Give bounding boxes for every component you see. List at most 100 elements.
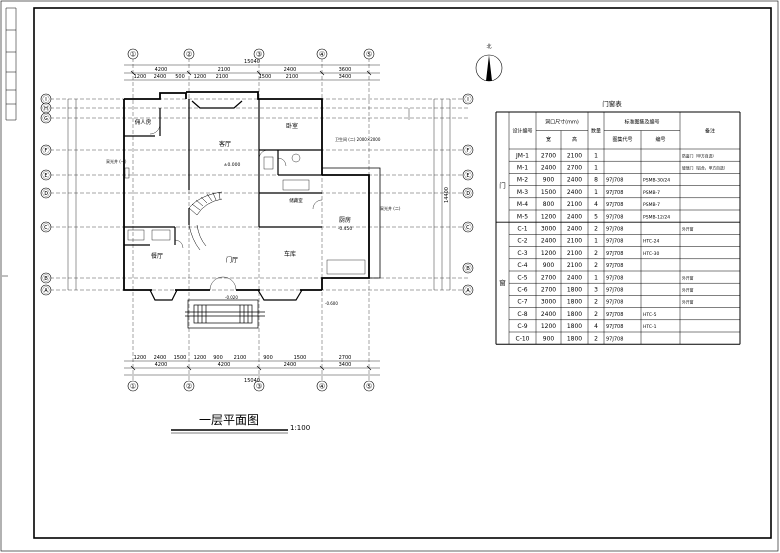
table-cell-qty: 4	[594, 201, 598, 208]
room-label-bedroom: 卧室	[286, 122, 298, 130]
svg-text:2400: 2400	[284, 67, 297, 73]
axis-bubble: ③	[253, 380, 265, 392]
table-cell-qty: 1	[594, 189, 598, 196]
fixtures	[124, 153, 366, 275]
table-cell-code: M-4	[517, 201, 528, 208]
bay-windows	[149, 100, 303, 301]
axis-bubble: Ⓔ	[40, 169, 52, 181]
axis-bubble: Ⓔ	[462, 169, 474, 181]
svg-text:②: ②	[186, 51, 192, 59]
svg-text:900: 900	[263, 355, 273, 361]
svg-text:Ⓑ: Ⓑ	[43, 275, 50, 283]
table-cell-code: C-3	[517, 250, 527, 257]
table-cell-height: 2400	[567, 189, 582, 196]
room-label-storage: 储藏室	[289, 197, 303, 204]
table-cell-atlas: 97J708	[606, 227, 623, 233]
axis-bubble: Ⓓ	[462, 187, 474, 199]
drawing-title: 一层平面图	[199, 413, 259, 427]
axis-bubble: ④	[316, 380, 328, 392]
plan-annotations: 卫生间 (二) 2000×2000 采光井 (二) 采光井 (一) -0.020…	[106, 136, 401, 306]
table-cell-qty: 2	[594, 250, 598, 257]
svg-text:④: ④	[319, 383, 325, 391]
table-cell-code: C-6	[517, 287, 527, 294]
table-cell-width: 1200	[541, 250, 556, 257]
room-elevation-kitchen: -0.450	[338, 226, 353, 232]
dimension-texts: 15040 4200 2100 2400 3600 1200 2400 500 …	[134, 59, 450, 384]
svg-text:Ⓔ: Ⓔ	[465, 172, 472, 180]
axis-bubble: Ⓒ	[462, 221, 474, 233]
svg-text:4200: 4200	[218, 362, 231, 368]
axis-bubble: ①	[127, 380, 139, 392]
table-group-doors: 门	[499, 181, 506, 190]
table-cell-number: PSMB-30/24	[643, 178, 670, 184]
table-cell-width: 2700	[541, 287, 556, 294]
table-cell-code: JM-1	[515, 152, 529, 159]
table-cell-qty: 4	[594, 323, 598, 330]
axis-bubble: ①	[127, 48, 139, 60]
axis-bubble: ④	[316, 48, 328, 60]
svg-text:1200: 1200	[134, 74, 147, 80]
svg-text:3400: 3400	[339, 74, 352, 80]
left-title-strip	[2, 7, 17, 277]
table-cell-atlas: 97J708	[606, 288, 623, 294]
table-cell-number: HTC-5	[643, 312, 657, 318]
table-cell-width: 3000	[541, 226, 556, 233]
table-cell-height: 2100	[567, 152, 582, 159]
table-subheader-atlas-code: 图集代号	[612, 136, 632, 143]
svg-text:③: ③	[256, 51, 262, 59]
svg-text:-0.600: -0.600	[325, 301, 338, 306]
table-cell-atlas: 97J708	[606, 300, 623, 306]
table-cell-code: C-1	[517, 226, 527, 233]
axis-bubbles-left: Ⓘ Ⓗ Ⓖ Ⓕ Ⓔ Ⓓ Ⓒ Ⓑ Ⓐ	[40, 93, 52, 296]
dimension-lines	[67, 64, 451, 376]
svg-text:Ⓓ: Ⓓ	[43, 190, 50, 198]
table-cell-note: 外开窗	[682, 300, 694, 305]
table-cell-height: 2100	[567, 262, 582, 269]
svg-text:Ⓗ: Ⓗ	[43, 105, 50, 113]
axis-bubble: Ⓒ	[40, 221, 52, 233]
table-cell-number: PSMB-7	[643, 190, 660, 196]
axis-bubble: Ⓕ	[462, 144, 474, 156]
svg-text:2100: 2100	[234, 355, 247, 361]
exterior-walls	[123, 91, 370, 291]
svg-text:900: 900	[213, 355, 223, 361]
table-cell-height: 2400	[567, 226, 582, 233]
table-cell-width: 900	[543, 335, 555, 342]
table-cell-height: 1800	[567, 287, 582, 294]
svg-text:2400: 2400	[154, 74, 167, 80]
table-cell-width: 3000	[541, 299, 556, 306]
axis-grid-vertical	[132, 58, 370, 380]
table-cell-width: 1200	[541, 323, 556, 330]
table-title: 门窗表	[602, 99, 622, 108]
table-cell-code: M-5	[517, 213, 528, 220]
axis-bubble: Ⓑ	[40, 272, 52, 284]
axis-bubble: ②	[183, 48, 195, 60]
svg-text:1500: 1500	[174, 355, 187, 361]
room-label-kitchen: 厨房	[339, 216, 351, 224]
table-cell-height: 2100	[567, 238, 582, 245]
axis-bubbles-top: ① ② ③ ④ ⑤	[127, 48, 375, 60]
svg-text:Ⓑ: Ⓑ	[465, 265, 472, 273]
table-cell-qty: 1	[594, 165, 598, 172]
svg-text:Ⓐ: Ⓐ	[465, 287, 472, 295]
svg-text:Ⓘ: Ⓘ	[465, 96, 472, 104]
table-cell-note: 外开窗	[682, 227, 694, 232]
svg-text:3600: 3600	[339, 67, 352, 73]
table-cell-atlas: 97J708	[606, 312, 623, 318]
table-cell-note: 防盗门（甲方自选）	[682, 153, 716, 158]
room-labels: 客厅 ±0.000 餐厅 厨房 -0.450 卧室 佣人房 门厅 储藏室 车库	[135, 118, 353, 264]
svg-text:2100: 2100	[216, 74, 229, 80]
svg-text:③: ③	[256, 383, 262, 391]
table-cell-atlas: 97J708	[606, 190, 623, 196]
table-header-note: 备注	[705, 128, 715, 135]
table-cell-number: PSMB-7	[643, 202, 660, 208]
svg-text:Ⓕ: Ⓕ	[43, 147, 50, 155]
svg-text:卫生间 (二) 2000×2000: 卫生间 (二) 2000×2000	[335, 136, 381, 142]
table-cell-height: 1800	[567, 299, 582, 306]
table-cell-qty: 2	[594, 262, 598, 269]
svg-text:1200: 1200	[194, 74, 207, 80]
room-label-dining: 餐厅	[151, 252, 163, 260]
table-cell-code: M-2	[517, 177, 528, 184]
svg-text:14400: 14400	[444, 187, 450, 203]
